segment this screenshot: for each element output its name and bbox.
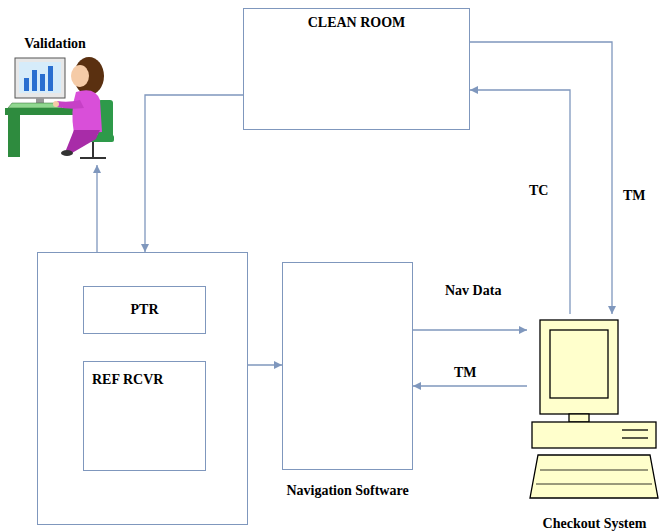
arm: [57, 100, 84, 109]
node-label: REF RCVR: [92, 372, 163, 389]
checkout-system-node: Checkout System: [527, 314, 662, 504]
signal-label: TM: [621, 188, 648, 205]
stand: [569, 414, 589, 422]
hand: [53, 101, 59, 107]
connector-arrow: [248, 364, 282, 365]
bar: [24, 78, 29, 91]
bar: [32, 70, 37, 91]
ptr-box: PTR: [83, 286, 206, 334]
screen: [550, 330, 608, 398]
checkout-computer-illustration: [530, 320, 658, 498]
signal-label: TM: [452, 365, 479, 382]
legs: [66, 130, 100, 153]
signal-label: Nav Data: [443, 283, 503, 300]
connector-arrow: [413, 385, 527, 386]
node-label: Navigation Software: [286, 483, 408, 500]
clean-room-box: CLEAN ROOM: [243, 8, 470, 130]
chair-post: [92, 142, 94, 157]
node-label: PTR: [131, 302, 159, 319]
desk: [5, 108, 75, 115]
chair-base: [80, 157, 106, 159]
bar: [48, 66, 53, 91]
connector-arrow: [470, 90, 570, 314]
monitor: [15, 58, 65, 98]
face: [71, 65, 89, 87]
bar: [40, 74, 45, 91]
signal-label: TC: [527, 183, 550, 200]
shoe: [61, 150, 73, 156]
desk-leg: [8, 115, 20, 157]
ref-receiver-box: REF RCVR: [83, 361, 206, 471]
screen: [19, 62, 61, 93]
connector-arrow: [470, 42, 612, 314]
connector-arrow: [413, 329, 527, 330]
system-unit: [532, 422, 656, 448]
validation-person-illustration: [5, 57, 114, 158]
navigation-software-box: Navigation Software: [282, 262, 413, 470]
connector-arrow: [96, 165, 97, 252]
connector-arrow: [145, 95, 243, 252]
node-label: CLEAN ROOM: [308, 15, 406, 32]
drive-slot: [622, 429, 648, 430]
monitor: [540, 320, 618, 414]
keyboard: [530, 455, 658, 498]
body: [72, 90, 102, 134]
receiver-rack-box: PTR REF RCVR: [37, 252, 248, 525]
drive-slot: [622, 437, 648, 438]
node-label: Validation: [24, 36, 86, 53]
validation-node: Validation: [5, 30, 105, 165]
node-label: Checkout System: [543, 516, 647, 532]
